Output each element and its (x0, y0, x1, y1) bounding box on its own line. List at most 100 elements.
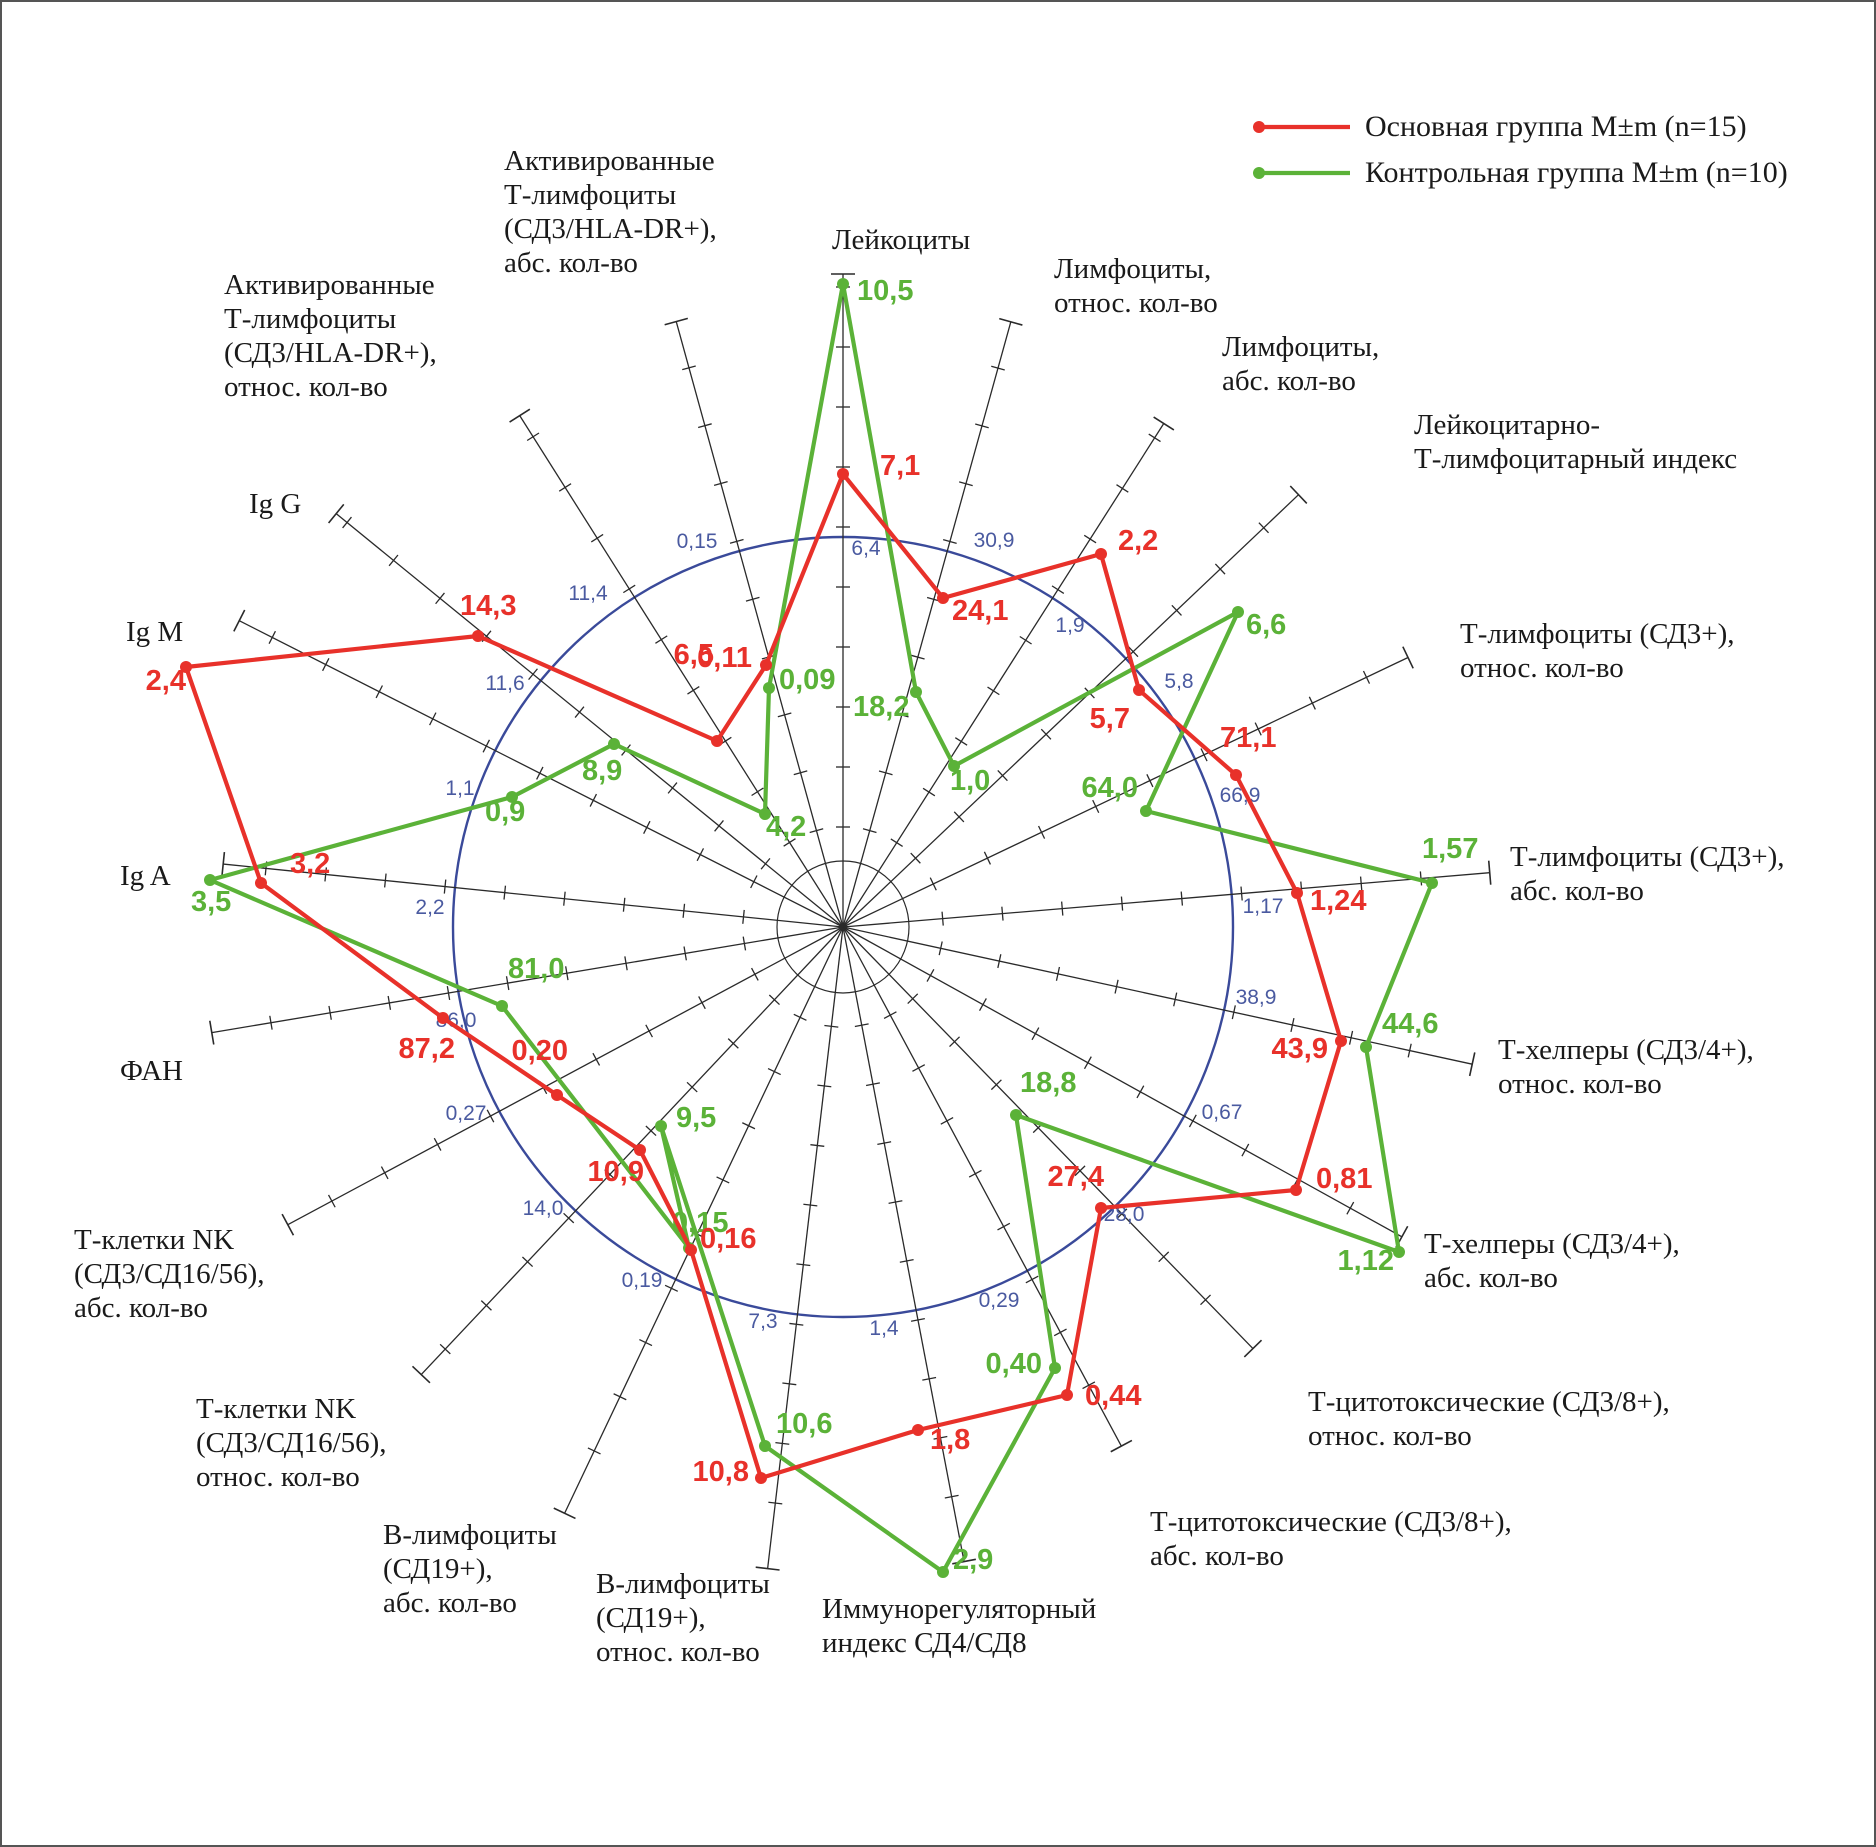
axis-tick (480, 1300, 492, 1311)
axis-tick (380, 1166, 389, 1180)
axis-tick (645, 1125, 657, 1137)
axis-tick (933, 1435, 948, 1440)
axis-tick (655, 635, 668, 644)
axis-tick (777, 712, 792, 718)
axis-tick (1362, 670, 1371, 684)
axis-tick (698, 996, 706, 1010)
axis-tick (975, 423, 989, 429)
axis-tick (1025, 1275, 1039, 1284)
axis-label-line: относ. кол-во (224, 371, 388, 403)
control-value-label: 1,12 (1338, 1245, 1394, 1277)
axis-tick (1180, 891, 1184, 906)
axis-label: Лейкоцитарно-Т-лимфоцитарный индекс (1414, 409, 1737, 475)
axis-label-line: Активированные (504, 145, 715, 177)
main-value-label: 5,7 (1090, 703, 1130, 735)
axis-tick (1308, 696, 1316, 710)
axis-tick (750, 967, 759, 981)
axis-tick (1146, 774, 1154, 788)
axis-tick (713, 481, 728, 487)
axis-tick (1346, 1201, 1355, 1215)
main-point (255, 877, 267, 889)
axis-label-line: ФАН (120, 1055, 183, 1087)
axis-tick (997, 1222, 1011, 1231)
axis-label: Т-лимфоциты (СД3+),абс. кол-во (1510, 841, 1785, 907)
axis-end-cap (327, 503, 345, 524)
axis-tick (613, 1393, 627, 1401)
axis-tick (1019, 635, 1032, 645)
axis-tick (953, 811, 965, 823)
control-value-label: 0,40 (986, 1348, 1042, 1380)
axis-tick (1031, 1027, 1040, 1041)
axis-tick (645, 1024, 653, 1038)
main-point (180, 661, 192, 673)
reference-value: 30,9 (974, 529, 1015, 552)
axis-tick (435, 592, 445, 605)
axis-tick (894, 712, 909, 718)
axis-tick (384, 873, 387, 888)
axis-end-cap (1402, 646, 1414, 669)
axis-label: Т-клетки NK(СД3/СД16/56),относ. кол-во (196, 1393, 387, 1493)
control-point (204, 874, 216, 886)
axis-tick (1258, 522, 1270, 534)
axis-tick (1051, 585, 1065, 594)
axis-label-line: Т-лимфоциты (504, 179, 676, 211)
main-value-label: 0,81 (1316, 1163, 1372, 1195)
control-point (1232, 606, 1244, 618)
axis-tick (697, 423, 712, 429)
main-value-label: 6,5 (674, 639, 714, 671)
axis-tick (622, 584, 636, 594)
control-value-label: 2,9 (953, 1544, 993, 1576)
axis-end-cap (1110, 1439, 1133, 1453)
main-point (472, 630, 484, 642)
axis-tick (1055, 966, 1061, 981)
axis-tick (751, 787, 764, 797)
control-value-label: 10,5 (857, 275, 913, 307)
axis-tick (729, 538, 744, 544)
axis-1 (831, 273, 855, 927)
axis-tick (388, 554, 399, 567)
reference-value: 6,4 (851, 537, 881, 560)
main-point (1335, 1035, 1347, 1047)
axis-end-cap (755, 1566, 780, 1571)
axis-13 (553, 926, 844, 1520)
control-value-label: 1,57 (1422, 833, 1478, 865)
axis-tick (563, 891, 566, 906)
axis-label-line: абс. кол-во (1510, 875, 1644, 907)
axis-label: В-лимфоциты(СД19+),относ. кол-во (596, 1568, 770, 1668)
axis-tick (760, 857, 771, 870)
reference-value: 1,17 (1243, 895, 1284, 918)
axis-tick (997, 770, 1008, 782)
reference-value: 0,15 (677, 530, 718, 553)
axis-tick (1120, 896, 1124, 911)
axis-tick (750, 875, 758, 889)
axis-label: Т-хелперы (СД3/4+),абс. кол-во (1424, 1228, 1680, 1294)
main-value-label: 2,2 (1118, 525, 1158, 557)
axis-tick (817, 1084, 832, 1088)
control-point (910, 686, 922, 698)
axis-tick (592, 1052, 601, 1066)
axis-tick (768, 1501, 783, 1505)
axis-tick (890, 838, 903, 847)
axis-line (564, 926, 844, 1514)
main-point (634, 1144, 646, 1156)
axis-tick (796, 1263, 811, 1267)
axis-tick (944, 1494, 959, 1499)
legend-item-control: Контрольная группа M±m (n=10) (1253, 156, 1788, 189)
axis-label-line: Т-лимфоциты (СД3+), (1510, 841, 1785, 873)
axis-tick (268, 630, 276, 644)
axis-tick (664, 1284, 679, 1292)
axis-tick (809, 828, 824, 834)
axis-tick (587, 1447, 601, 1455)
main-value-label: 0,11 (697, 642, 752, 674)
axis-label-line: абс. кол-во (1424, 1262, 1558, 1294)
legend-label: Контрольная группа M±m (n=10) (1365, 156, 1788, 189)
reference-value: 1,1 (445, 777, 474, 800)
axis-5 (842, 646, 1414, 928)
control-value-label: 9,5 (676, 1102, 716, 1134)
